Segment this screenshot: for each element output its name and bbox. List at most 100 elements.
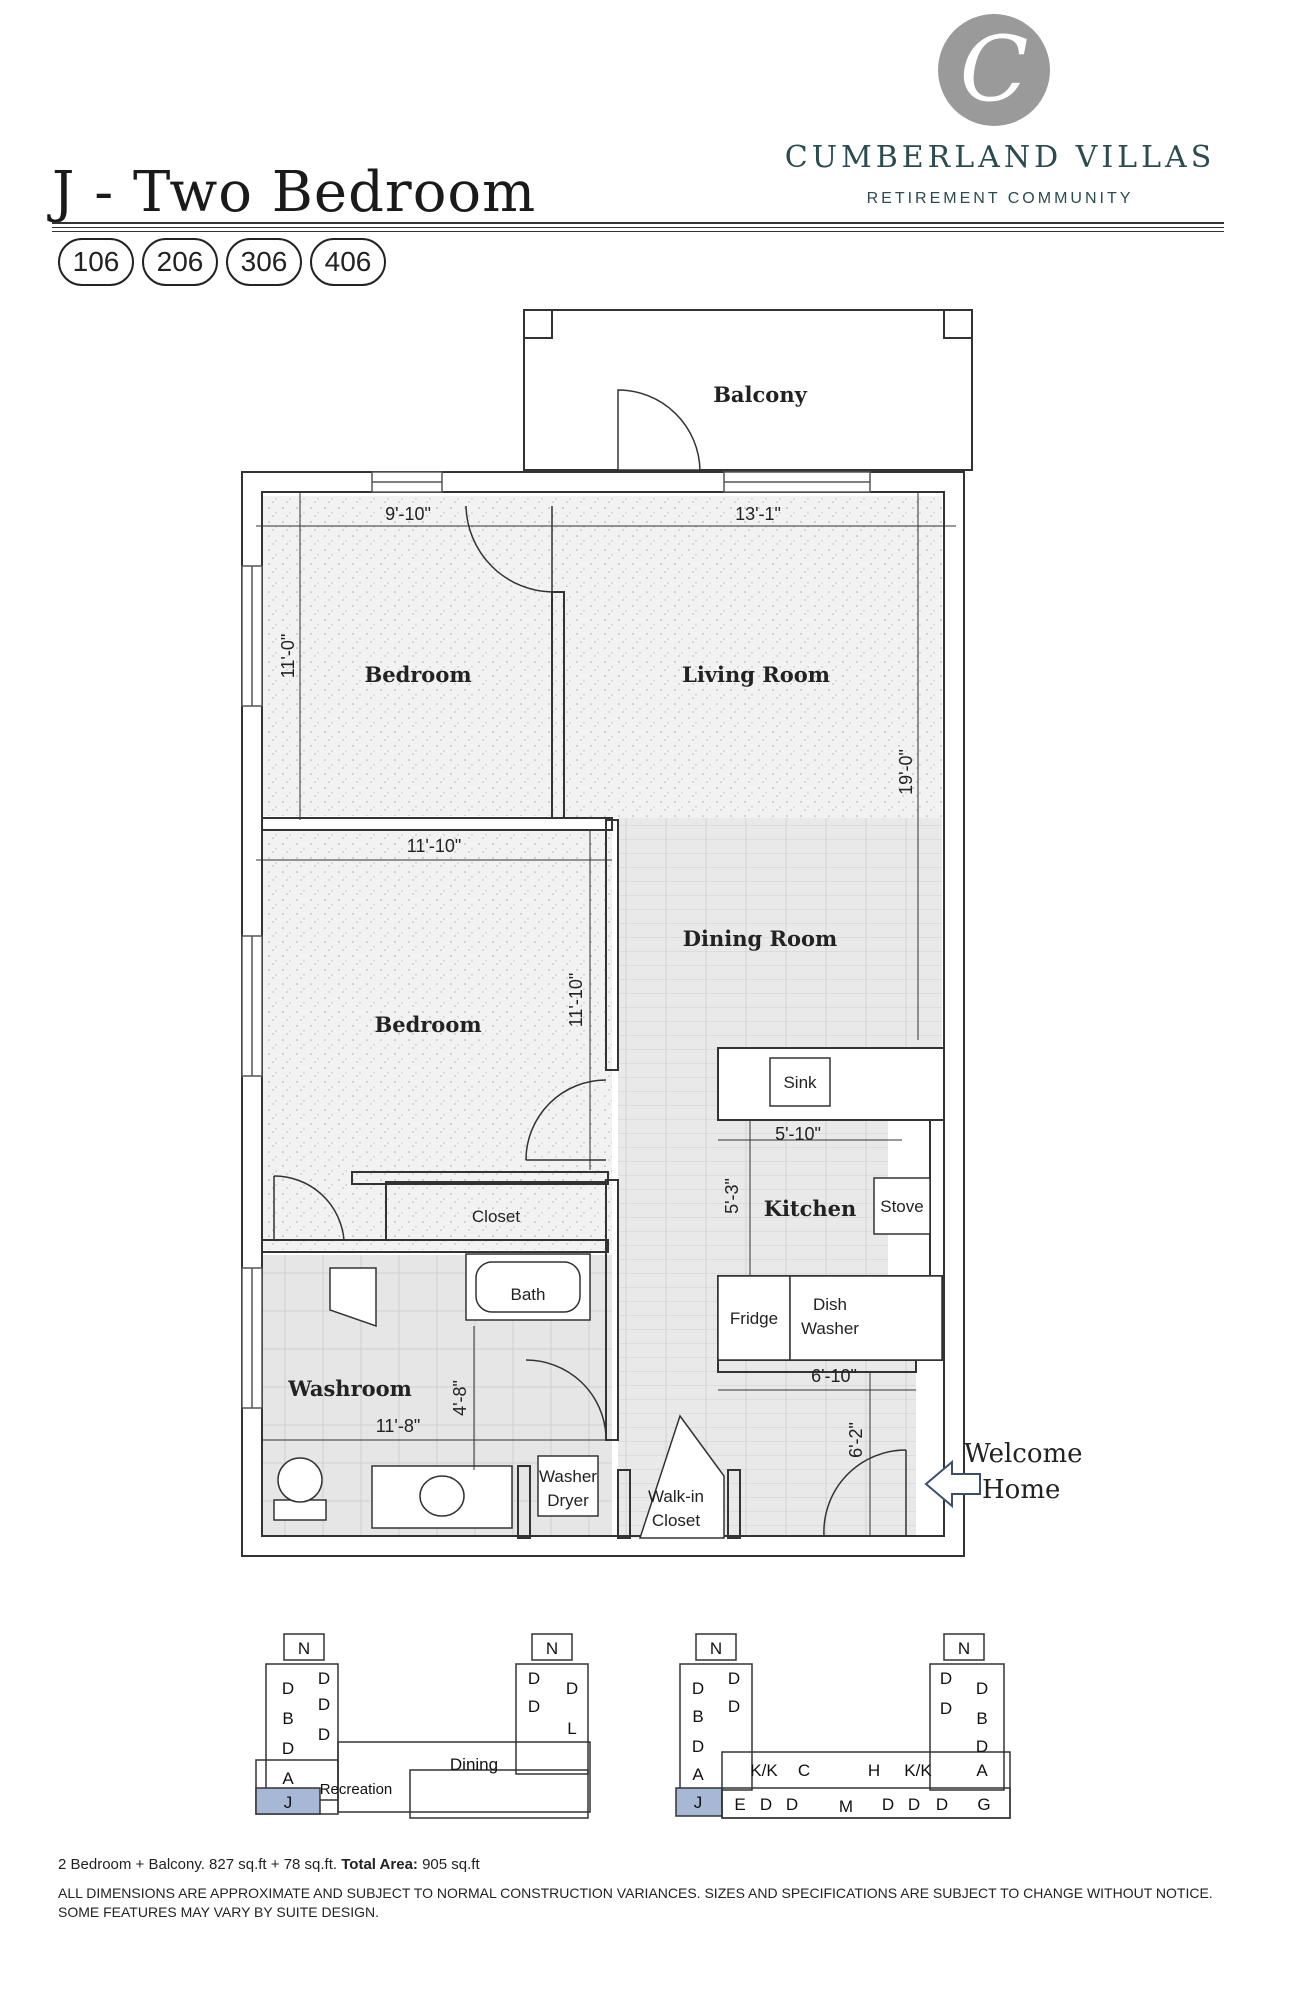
svg-text:D: D <box>566 1679 578 1698</box>
svg-text:H: H <box>868 1761 880 1780</box>
fixture-fridge: Fridge <box>730 1309 778 1328</box>
room-label-dining-room: Dining Room <box>683 926 837 951</box>
fixture-washer-dryer: Washer <box>539 1467 597 1486</box>
svg-text:D: D <box>528 1697 540 1716</box>
doors <box>273 389 907 1539</box>
key-plan-right <box>675 1633 1011 1819</box>
bedroom-2-floor <box>262 830 612 1250</box>
svg-text:D: D <box>908 1795 920 1814</box>
area-summary: 2 Bedroom + Balcony. 827 sq.ft + 78 sq.f… <box>58 1856 480 1873</box>
fixture-dishwasher: Washer <box>801 1319 859 1338</box>
svg-text:B: B <box>692 1707 703 1726</box>
svg-text:D: D <box>282 1679 294 1698</box>
dimension-label: 4'-8" <box>450 1380 470 1416</box>
welcome-label: Home <box>982 1475 1060 1505</box>
dimension-label: 11'-0" <box>278 634 298 679</box>
svg-text:D: D <box>882 1795 894 1814</box>
logo-circle <box>938 14 1050 126</box>
room-label-kitchen: Kitchen <box>764 1196 857 1221</box>
svg-text:K/K: K/K <box>750 1761 778 1780</box>
svg-text:D: D <box>728 1669 740 1688</box>
svg-text:D: D <box>692 1679 704 1698</box>
area-label: Total Area: <box>341 1856 418 1873</box>
dishwasher-box <box>789 1275 943 1361</box>
dimension-label: 11'-8" <box>376 1416 421 1436</box>
bedroom-1-floor <box>262 496 552 816</box>
svg-text:C: C <box>798 1761 810 1780</box>
svg-text:E: E <box>734 1795 745 1814</box>
washer-dryer-box <box>537 1455 599 1517</box>
entry-floor <box>718 1360 916 1536</box>
svg-text:B: B <box>976 1709 987 1728</box>
plan-title: J - Two Bedroom <box>52 160 537 225</box>
welcome-label: Welcome <box>964 1439 1083 1469</box>
svg-text:D: D <box>976 1737 988 1756</box>
fixtures <box>273 1057 943 1529</box>
svg-text:D: D <box>976 1679 988 1698</box>
brand-subtitle: RETIREMENT COMMUNITY <box>866 190 1134 207</box>
room-label-walkin: Closet <box>652 1511 700 1530</box>
svg-text:D: D <box>936 1795 948 1814</box>
svg-text:D: D <box>728 1697 740 1716</box>
svg-text:A: A <box>282 1769 294 1788</box>
fixture-sink: Sink <box>783 1073 817 1092</box>
dimension-label: 6'-10" <box>811 1366 857 1386</box>
windows <box>241 471 871 1409</box>
room-label-balcony: Balcony <box>713 382 807 407</box>
svg-text:D: D <box>318 1669 330 1688</box>
unit-badge: 406 <box>310 238 386 286</box>
disclaimer: ALL DIMENSIONS ARE APPROXIMATE AND SUBJE… <box>58 1885 1213 1920</box>
key-plan-right-labels: N D D B D D A J E D D K/K C M H K/K D D … <box>692 1639 991 1816</box>
room-label-living-room: Living Room <box>682 662 830 687</box>
entry-arrow-icon <box>924 1459 981 1509</box>
svg-text:N: N <box>958 1639 970 1658</box>
svg-text:J: J <box>284 1793 293 1812</box>
dimension-label: 19'-0" <box>896 749 916 795</box>
svg-text:A: A <box>692 1765 704 1784</box>
dining-room-floor <box>618 818 942 1048</box>
dimension-label: 5'-3" <box>722 1178 742 1214</box>
svg-text:D: D <box>318 1725 330 1744</box>
room-label-closet: Closet <box>472 1207 520 1226</box>
sink-box <box>769 1057 831 1107</box>
dimension-label: 11'-10" <box>566 973 586 1028</box>
svg-text:D: D <box>760 1795 772 1814</box>
svg-text:D: D <box>940 1699 952 1718</box>
header-rule <box>52 227 1224 228</box>
svg-text:L: L <box>567 1719 576 1738</box>
area-value: 905 sq.ft <box>422 1856 480 1873</box>
svg-text:K/K: K/K <box>904 1761 932 1780</box>
logo-letter: C <box>959 17 1029 122</box>
svg-text:N: N <box>546 1639 558 1658</box>
svg-text:Dining: Dining <box>450 1755 498 1774</box>
fixture-washer-dryer: Dryer <box>547 1491 589 1510</box>
unit-badge: 306 <box>226 238 302 286</box>
stove-box <box>873 1177 931 1235</box>
svg-text:D: D <box>318 1695 330 1714</box>
fixture-dishwasher: Dish <box>813 1295 847 1314</box>
key-plan-left-labels: N D D D B D D A J N D D D L Dining Recre… <box>282 1639 578 1812</box>
svg-text:D: D <box>692 1737 704 1756</box>
svg-text:Recreation: Recreation <box>320 1781 393 1798</box>
dimension-label: 11'-10" <box>407 836 462 856</box>
unit-list: 106 206 306 406 <box>58 238 386 286</box>
living-room-floor <box>552 496 942 818</box>
room-label-bedroom-1: Bedroom <box>364 662 471 687</box>
svg-text:D: D <box>528 1669 540 1688</box>
room-label-walkin: Walk-in <box>648 1487 704 1506</box>
svg-text:B: B <box>282 1709 293 1728</box>
area-prefix: 2 Bedroom + Balcony. 827 sq.ft + 78 sq.f… <box>58 1856 338 1873</box>
balcony <box>523 309 973 471</box>
dimension-label: 6'-2" <box>846 1422 866 1458</box>
svg-text:J: J <box>694 1793 703 1812</box>
room-label-bedroom-2: Bedroom <box>374 1012 481 1037</box>
header-rule <box>52 222 1224 224</box>
svg-text:M: M <box>839 1797 853 1816</box>
svg-text:D: D <box>282 1739 294 1758</box>
svg-text:A: A <box>976 1761 988 1780</box>
svg-text:N: N <box>710 1639 722 1658</box>
brand-name: CUMBERLAND VILLAS <box>784 140 1216 175</box>
dimension-label: 9'-10" <box>385 504 431 524</box>
header-rule <box>52 231 1224 232</box>
